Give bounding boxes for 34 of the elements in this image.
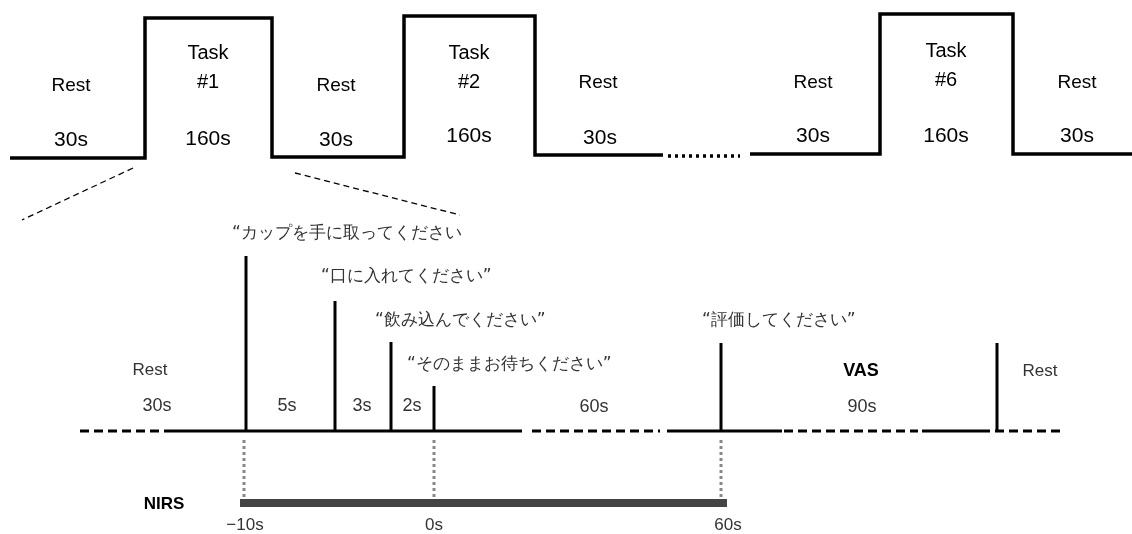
phase-label: Rest [51,74,91,96]
phase-label: Rest [132,360,168,380]
duration-label: 30s [54,126,88,152]
duration-label: 90s [847,395,877,417]
instruction-text: “カップを手に取ってください [232,223,462,243]
duration-label: 160s [185,125,231,151]
task-label: Task #1 [186,40,230,94]
phase-label: Rest [1022,361,1058,381]
duration-label: 30s [319,126,353,152]
duration-label: 160s [446,122,492,148]
phase-label: Rest [1057,71,1097,93]
duration-label: 30s [142,394,172,416]
task-label: Task #6 [924,38,968,92]
duration-label: 5s [277,394,297,416]
phase-label: VAS [843,359,879,381]
duration-label: 2s [402,394,422,416]
instruction-text: “飲み込んでください” [375,310,546,330]
duration-label: 160s [923,122,969,148]
duration-label: 30s [796,122,830,148]
phase-label: Rest [316,74,356,96]
time-tick-label: 60s [714,515,742,534]
phase-label: Rest [578,71,618,93]
duration-label: 30s [1060,122,1094,148]
instruction-text: “口に入れてください” [321,266,492,286]
time-tick-label: 0s [425,515,443,534]
duration-label: 60s [579,395,609,417]
instruction-text: “評価してください” [702,310,856,330]
duration-label: 3s [352,394,372,416]
duration-label: 30s [583,124,617,150]
phase-label: Rest [793,71,833,93]
time-tick-label: −10s [226,515,264,534]
instruction-text: “そのままお待ちください” [407,354,612,374]
task-label: Task #2 [447,40,491,94]
measurement-label: NIRS [143,494,185,514]
